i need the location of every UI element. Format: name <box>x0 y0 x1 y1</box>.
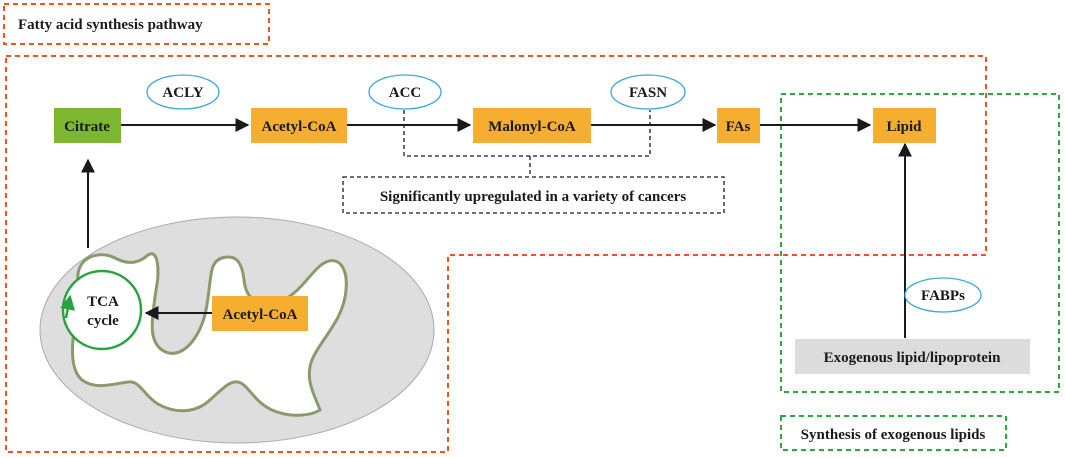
tca-label-line1: TCA <box>87 294 119 310</box>
svg-text:FAs: FAs <box>726 119 751 135</box>
cancer-note-text: Significantly upregulated in a variety o… <box>380 189 687 205</box>
upregulation-bracket <box>403 110 651 176</box>
enzyme-fabps: FABPs <box>904 277 982 313</box>
svg-text:Citrate: Citrate <box>64 119 110 135</box>
cancer-note-box: Significantly upregulated in a variety o… <box>342 176 725 214</box>
fatty-acid-title: Fatty acid synthesis pathway <box>18 17 203 33</box>
tca-label-line2: cycle <box>87 313 119 329</box>
node-fas: FAs <box>717 108 760 143</box>
enzyme-acly: ACLY <box>146 74 220 110</box>
exogenous-title: Synthesis of exogenous lipids <box>801 427 986 443</box>
svg-text:FASN: FASN <box>629 85 667 101</box>
svg-text:Exogenous lipid/lipoprotein: Exogenous lipid/lipoprotein <box>824 350 1002 366</box>
node-lipid: Lipid <box>873 108 936 143</box>
enzyme-fasn: FASN <box>610 74 686 110</box>
svg-text:Malonyl-CoA: Malonyl-CoA <box>488 119 576 135</box>
node-citrate: Citrate <box>54 108 121 143</box>
node-exogenous-lipid: Exogenous lipid/lipoprotein <box>795 339 1030 374</box>
exogenous-region-outline <box>780 93 1060 393</box>
tca-cycle-ring <box>61 269 143 351</box>
svg-text:Acetyl-CoA: Acetyl-CoA <box>223 307 298 323</box>
exogenous-title-box: Synthesis of exogenous lipids <box>780 415 1007 451</box>
fatty-acid-title-box: Fatty acid synthesis pathway <box>3 3 270 45</box>
enzyme-acc: ACC <box>368 74 442 110</box>
svg-text:FABPs: FABPs <box>921 288 965 304</box>
svg-text:Acetyl-CoA: Acetyl-CoA <box>262 119 337 135</box>
svg-text:Lipid: Lipid <box>886 119 922 135</box>
node-acetyl-coa: Acetyl-CoA <box>251 108 347 143</box>
svg-text:ACLY: ACLY <box>162 85 203 101</box>
node-malonyl-coa: Malonyl-CoA <box>473 108 591 143</box>
svg-text:ACC: ACC <box>389 85 422 101</box>
node-mito-acetyl-coa: Acetyl-CoA <box>212 296 308 331</box>
